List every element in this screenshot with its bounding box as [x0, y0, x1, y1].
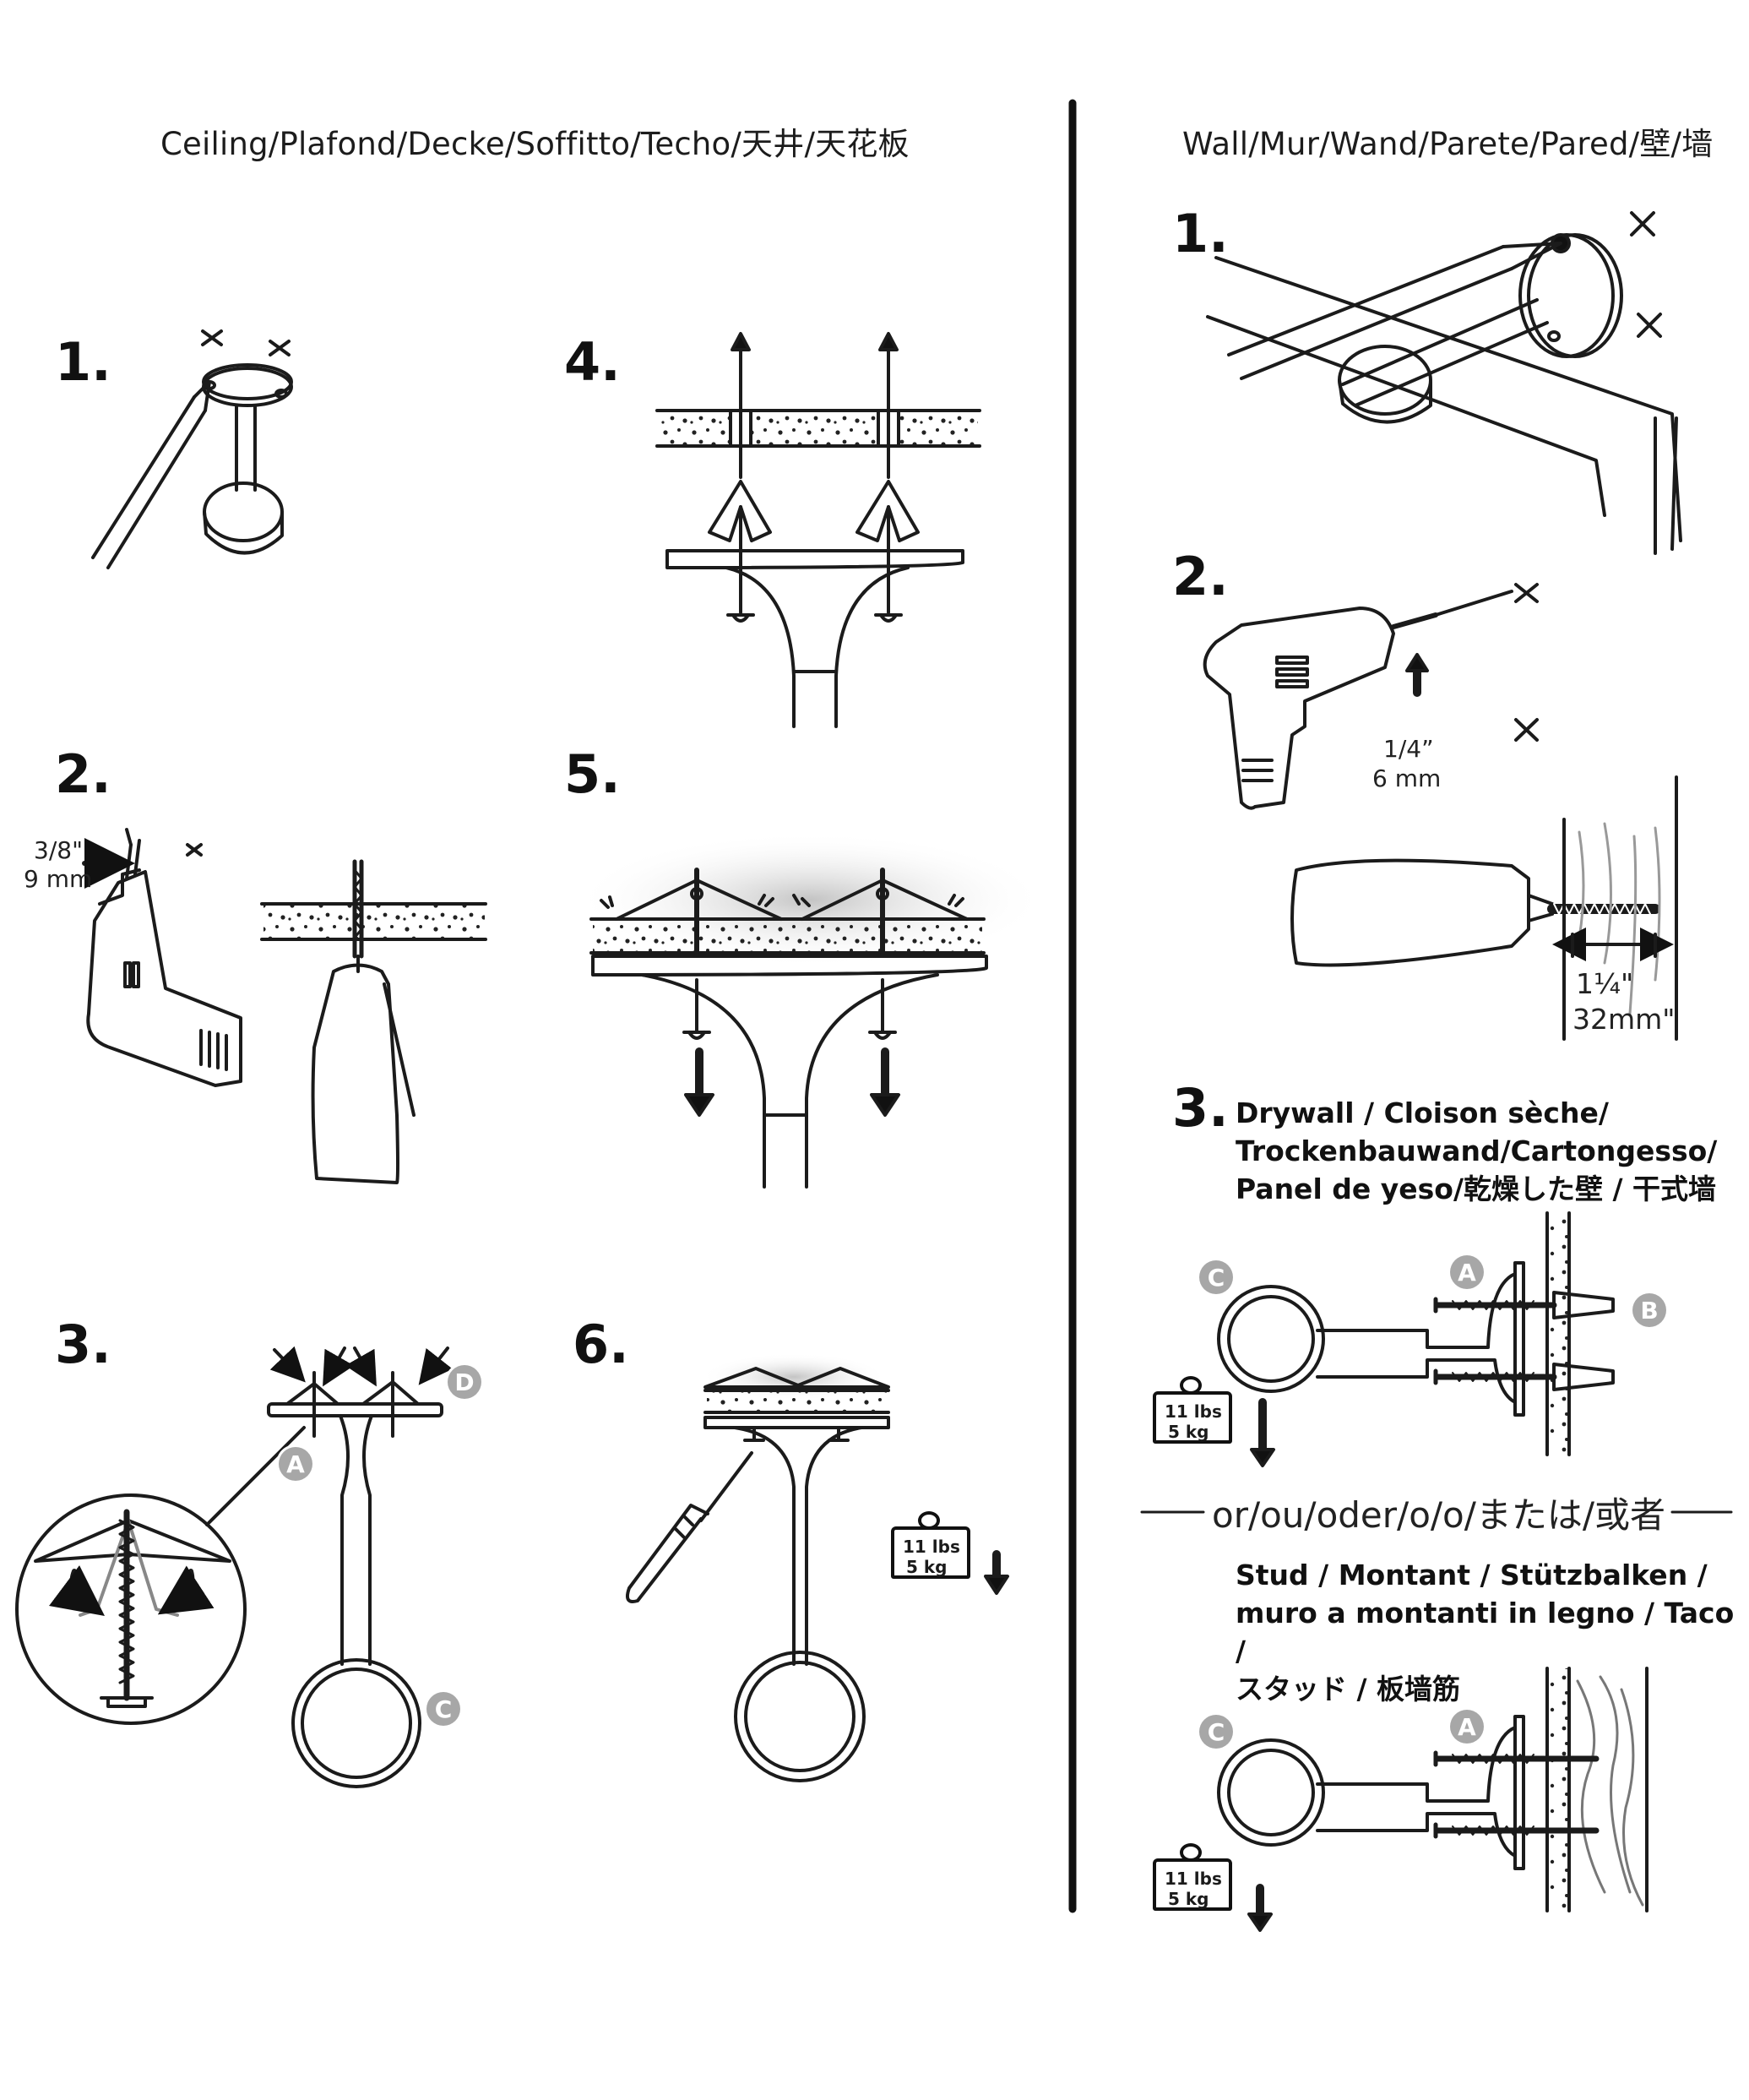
stud-label: Stud / Montant / Stützbalken / muro a mo… [1236, 1556, 1742, 1708]
weight-lbs-drywall: 11 lbs [1165, 1401, 1222, 1422]
ceiling-step-5-number: 5. [564, 743, 621, 805]
ceiling-step-1-number: 1. [55, 331, 111, 393]
callout-b-drywall: B [1632, 1293, 1666, 1327]
ceiling-section-title: Ceiling/Plafond/Decke/Soffitto/Techo/天井/… [160, 126, 910, 162]
wall-step-1-number: 1. [1172, 203, 1229, 264]
wall-drill-size-inch: 1/4” [1383, 735, 1434, 763]
weight-lbs-stud: 11 lbs [1165, 1869, 1222, 1889]
callout-a-ceiling: A [279, 1447, 312, 1481]
wall-step1-illustration [1206, 211, 1682, 555]
weight-kg-drywall: 5 kg [1168, 1422, 1209, 1442]
ceiling-step-6-number: 6. [573, 1314, 629, 1375]
drywall-label-line3: Panel de yeso/乾燥した壁 / 干式墙 [1236, 1172, 1717, 1205]
callout-c-ceiling: C [426, 1692, 460, 1726]
wall-stud-illustration [1217, 1667, 1649, 1932]
wall-step2-illustration [1203, 583, 1678, 1041]
wall-drill-size-mm: 6 mm [1372, 764, 1442, 792]
callout-d-ceiling: D [448, 1365, 481, 1399]
or-divider: or/ou/oder/o/o/または/或者 [1212, 1494, 1666, 1536]
stud-label-line1: Stud / Montant / Stützbalken / [1236, 1559, 1708, 1591]
wall-section-title: Wall/Mur/Wand/Parete/Pared/壁/墙 [1182, 126, 1714, 162]
weight-icon-drywall: 11 lbs 5 kg [1153, 1376, 1237, 1444]
weight-kg-stud: 5 kg [1168, 1889, 1209, 1909]
ceiling-drill-size-mm: 9 mm [24, 865, 93, 893]
ceiling-drill-size-inch: 3/8" [34, 836, 83, 864]
drywall-label-line1: Drywall / Cloison sèche/ [1236, 1096, 1609, 1129]
ceiling-step2-illustration [82, 828, 487, 1184]
ceiling-step3-illustration [15, 1346, 454, 1788]
wall-step-2-number: 2. [1172, 546, 1229, 607]
wall-drill-depth-mm: 32mm" [1572, 1003, 1676, 1036]
callout-a-stud: A [1450, 1710, 1484, 1744]
ceiling-step-2-number: 2. [55, 743, 111, 805]
callout-c-drywall: C [1199, 1260, 1233, 1294]
weight-kg-ceiling: 5 kg [906, 1557, 948, 1577]
drywall-label: Drywall / Cloison sèche/ Trockenbauwand/… [1236, 1094, 1749, 1208]
drywall-label-line2: Trockenbauwand/Cartongesso/ [1236, 1134, 1718, 1167]
weight-lbs-ceiling: 11 lbs [903, 1537, 960, 1557]
callout-a-drywall: A [1450, 1255, 1484, 1289]
wall-drywall-illustration [1217, 1211, 1615, 1467]
weight-icon-ceiling: 11 lbs 5 kg [891, 1511, 975, 1579]
ceiling-step-4-number: 4. [564, 331, 621, 393]
wall-step-3-number: 3. [1172, 1077, 1229, 1139]
ceiling-step5-illustration [589, 868, 988, 1189]
weight-icon-stud: 11 lbs 5 kg [1153, 1843, 1237, 1911]
ceiling-step-3-number: 3. [55, 1314, 111, 1375]
ceiling-step6-illustration [626, 1367, 890, 1782]
ceiling-step4-illustration [655, 332, 981, 728]
callout-c-stud: C [1199, 1715, 1233, 1749]
stud-label-line2: muro a montanti in legno / Taco / [1236, 1597, 1735, 1667]
wall-drill-depth-inch: 1¼" [1576, 967, 1634, 1000]
stud-label-line3: スタッド / 板墙筋 [1236, 1673, 1461, 1706]
ceiling-step1-illustration [91, 329, 293, 569]
